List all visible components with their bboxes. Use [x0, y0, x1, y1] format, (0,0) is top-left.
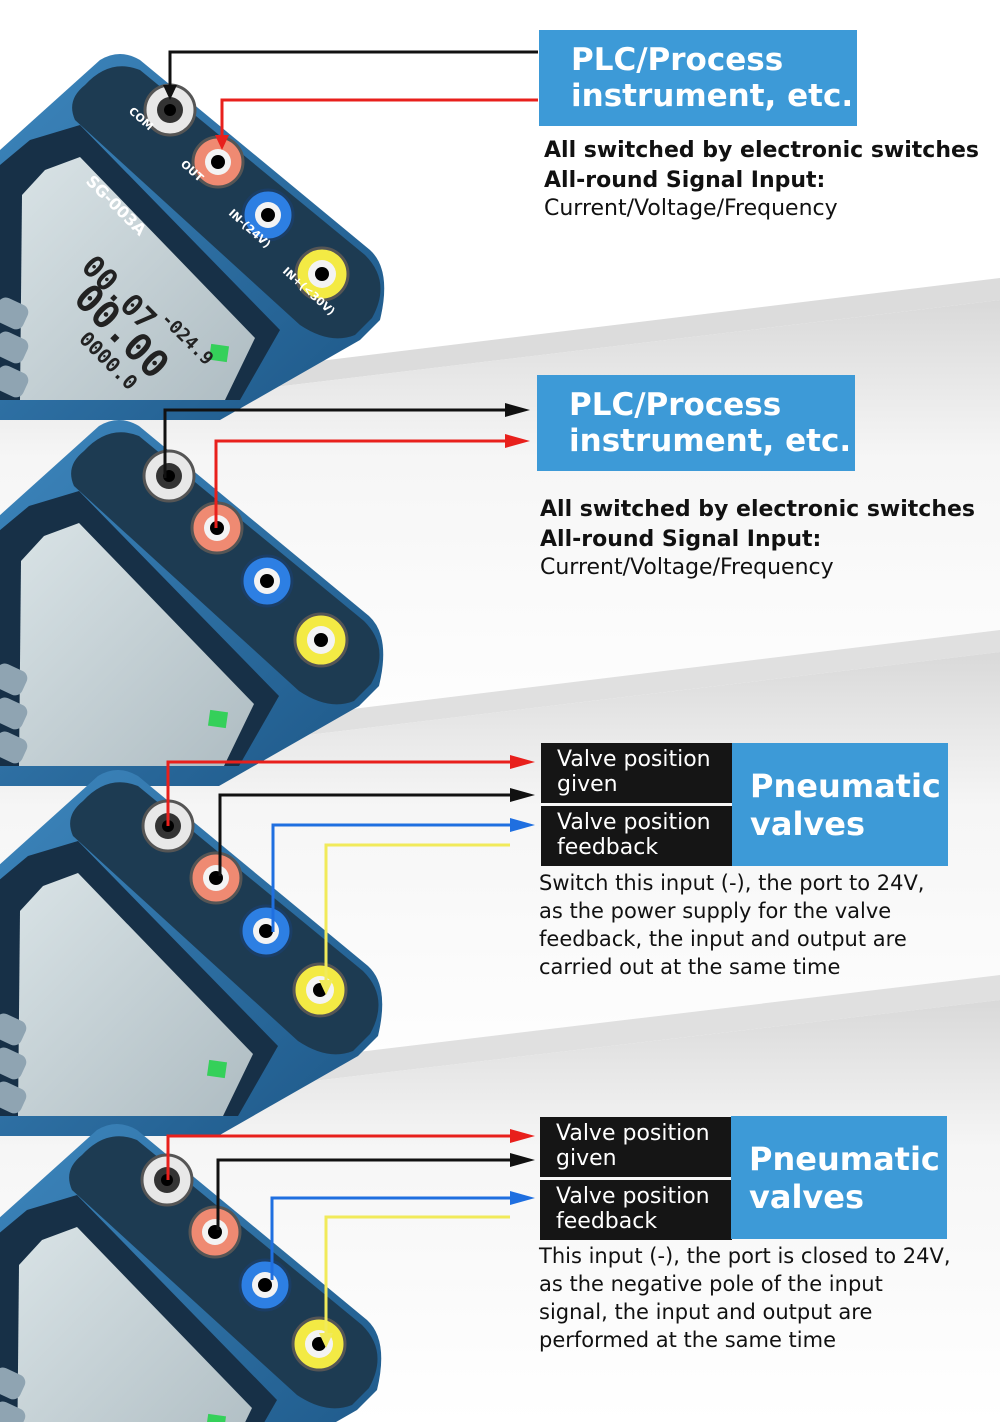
valve-feedback-label: Valve position feedback [541, 806, 733, 866]
pneumatic-valves-box-2: Pneumatic valves [731, 1116, 947, 1239]
pv-line2: valves [749, 1178, 865, 1216]
plc-target-box-2: PLC/Process instrument, etc. [537, 375, 855, 471]
plc-title-line2: instrument, etc. [569, 423, 852, 459]
feedback-line1: Valve position [557, 810, 711, 835]
feedback-line2: feedback [557, 835, 659, 860]
plc-target-box: PLC/Process instrument, etc. [539, 30, 857, 126]
valve-given-label: Valve position given [541, 743, 733, 803]
desc-signal-types: Current/Voltage/Frequency [540, 555, 834, 580]
plc-title-line1: PLC/Process [571, 42, 784, 78]
para-line: Switch this input (-), the port to 24V, [539, 871, 925, 895]
plc-title-line2: instrument, etc. [571, 78, 854, 114]
desc-signal-input: All-round Signal Input: [540, 527, 822, 552]
given-line2: given [556, 1146, 617, 1171]
para-line: performed at the same time [539, 1328, 836, 1352]
feedback-line2: feedback [556, 1209, 658, 1234]
desc-signal-input: All-round Signal Input: [544, 168, 826, 193]
pv-line1: Pneumatic [749, 1140, 940, 1178]
given-line2: given [557, 772, 618, 797]
para-line: carried out at the same time [539, 955, 841, 979]
plc-description-2: All switched by electronic switches All-… [540, 495, 975, 581]
para-line: signal, the input and output are [539, 1300, 873, 1324]
desc-switches: All switched by electronic switches [544, 138, 980, 163]
para-line: as the negative pole of the input [539, 1272, 883, 1296]
valve-given-label-2: Valve position given [540, 1117, 732, 1177]
para-line: as the power supply for the valve [539, 899, 892, 923]
plc-description: All switched by electronic switches All-… [544, 136, 979, 222]
para-line: feedback, the input and output are [539, 927, 907, 951]
panel-3-description: Switch this input (-), the port to 24V, … [539, 869, 925, 981]
given-line1: Valve position [556, 1121, 710, 1146]
valve-feedback-label-2: Valve position feedback [540, 1180, 732, 1240]
desc-switches: All switched by electronic switches [540, 497, 976, 522]
pneumatic-valves-box: Pneumatic valves [732, 743, 948, 866]
plc-title-line1: PLC/Process [569, 387, 782, 423]
pv-line1: Pneumatic [750, 767, 941, 805]
desc-signal-types: Current/Voltage/Frequency [544, 196, 838, 221]
panel-4-description: This input (-), the port is closed to 24… [539, 1242, 951, 1354]
given-line1: Valve position [557, 747, 711, 772]
pv-line2: valves [750, 805, 866, 843]
feedback-line1: Valve position [556, 1184, 710, 1209]
para-line: This input (-), the port is closed to 24… [539, 1244, 951, 1268]
